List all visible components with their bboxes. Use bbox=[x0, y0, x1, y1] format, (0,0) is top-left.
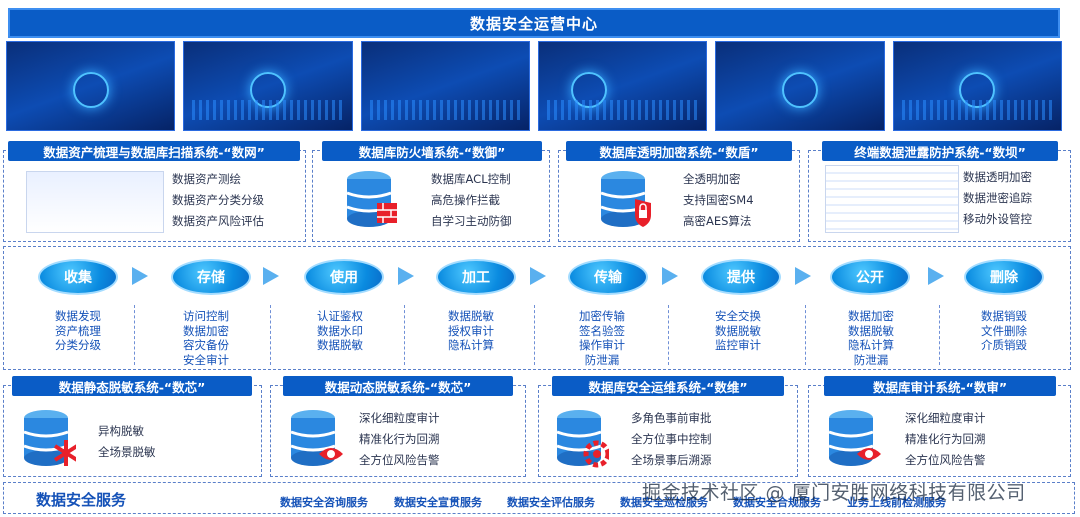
transparent-encryption-features: 全透明加密 支持国密SM4 高密AES算法 bbox=[683, 172, 754, 228]
dashboard-screenshots bbox=[6, 41, 1062, 133]
flow-arrow bbox=[530, 267, 546, 285]
database-eye-icon bbox=[290, 410, 343, 466]
dashboard-thumb-1 bbox=[6, 41, 176, 131]
stage-transmit: 传输 bbox=[568, 259, 648, 295]
stage-provide: 提供 bbox=[701, 259, 781, 295]
tab-dynamic-masking: 数据动态脱敏系统-“数芯” bbox=[283, 376, 513, 396]
divider bbox=[668, 305, 669, 365]
static-masking-features: 异构脱敏 全场景脱敏 bbox=[98, 424, 156, 459]
service-item: 业务上线前检测服务 bbox=[847, 496, 946, 509]
database-firewall-icon bbox=[346, 171, 397, 227]
page-title-bar: 数据安全运营中心 bbox=[8, 8, 1060, 38]
asset-scan-screenshot bbox=[26, 171, 164, 233]
tab-asset-scan: 数据资产梳理与数据库扫描系统-“数网” bbox=[8, 141, 300, 161]
stage-process: 加工 bbox=[436, 259, 516, 295]
flow-arrow bbox=[263, 267, 279, 285]
panel-dynamic-masking: 深化细粒度审计 精准化行为回溯 全方位风险告警 bbox=[270, 385, 526, 477]
tab-transparent-encryption: 数据库透明加密系统-“数盾” bbox=[566, 141, 792, 161]
stage-publish-items: 数据加密数据脱敏隐私计算防泄漏 bbox=[848, 309, 894, 367]
stage-store-items: 访问控制数据加密容灾备份安全审计 bbox=[183, 309, 229, 367]
panel-static-masking: 异构脱敏 全场景脱敏 bbox=[3, 385, 262, 477]
stage-transmit-items: 加密传输签名验签操作审计防泄漏 bbox=[579, 309, 625, 367]
flow-arrow bbox=[132, 267, 148, 285]
stage-delete-items: 数据销毁文件删除介质销毁 bbox=[981, 309, 1027, 352]
stage-provide-items: 安全交换数据脱敏监控审计 bbox=[715, 309, 761, 352]
divider bbox=[939, 305, 940, 365]
stage-use-items: 认证鉴权数据水印数据脱敏 bbox=[317, 309, 363, 352]
dashboard-thumb-4 bbox=[537, 41, 708, 131]
dashboard-thumb-2 bbox=[183, 41, 353, 131]
tab-db-ops: 数据库安全运维系统-“数维” bbox=[552, 376, 784, 396]
tab-static-masking: 数据静态脱敏系统-“数芯” bbox=[12, 376, 252, 396]
security-services-bar: 数据安全服务 数据安全咨询服务 数据安全宣贯服务 数据安全评估服务 数据安全巡检… bbox=[3, 482, 1075, 514]
flow-arrow bbox=[398, 267, 414, 285]
panel-endpoint-dlp: 数据透明加密 数据泄密追踪 移动外设管控 bbox=[808, 150, 1071, 242]
service-item: 数据安全巡检服务 bbox=[620, 496, 708, 509]
page-title: 数据安全运营中心 bbox=[469, 14, 598, 33]
tab-db-firewall: 数据库防火墙系统-“数御” bbox=[322, 141, 542, 161]
stage-delete: 删除 bbox=[964, 259, 1044, 295]
dashboard-thumb-6 bbox=[892, 41, 1062, 131]
service-item: 数据安全咨询服务 bbox=[280, 496, 368, 509]
stage-publish: 公开 bbox=[830, 259, 910, 295]
dashboard-thumb-5 bbox=[715, 41, 885, 131]
panel-db-firewall: 数据库ACL控制 高危操作拦截 自学习主动防御 bbox=[312, 150, 550, 242]
tab-db-audit: 数据库审计系统-“数审” bbox=[824, 376, 1056, 396]
db-audit-features: 深化细粒度审计 精准化行为回溯 全方位风险告警 bbox=[905, 411, 986, 467]
divider bbox=[134, 305, 135, 365]
database-lock-icon bbox=[600, 171, 651, 227]
asset-scan-features: 数据资产测绘 数据资产分类分级 数据资产风险评估 bbox=[172, 172, 264, 228]
flow-arrow bbox=[795, 267, 811, 285]
tab-endpoint-dlp: 终端数据泄露防护系统-“数坝” bbox=[822, 141, 1058, 161]
database-eye-icon bbox=[828, 410, 881, 466]
panel-asset-scan: 数据资产测绘 数据资产分类分级 数据资产风险评估 bbox=[3, 150, 306, 242]
dynamic-masking-features: 深化细粒度审计 精准化行为回溯 全方位风险告警 bbox=[359, 411, 440, 467]
watermark: 掘金技术社区 @ 厦门安胜网络科技有限公司 bbox=[642, 482, 1026, 504]
data-lifecycle-flow: 收集 存储 使用 加工 传输 提供 公开 删除 数据发现资产梳理分类分级 访问控… bbox=[3, 246, 1071, 370]
stage-collect-items: 数据发现资产梳理分类分级 bbox=[55, 309, 101, 352]
service-item: 数据安全宣贯服务 bbox=[394, 496, 482, 509]
flow-arrow bbox=[928, 267, 944, 285]
stage-collect: 收集 bbox=[38, 259, 118, 295]
panel-db-audit: 深化细粒度审计 精准化行为回溯 全方位风险告警 bbox=[808, 385, 1071, 477]
stage-use: 使用 bbox=[304, 259, 384, 295]
flow-arrow bbox=[662, 267, 678, 285]
stage-process-items: 数据脱敏授权审计隐私计算 bbox=[448, 309, 494, 352]
stage-store: 存储 bbox=[171, 259, 251, 295]
db-ops-features: 多角色事前审批 全方位事中控制 全场景事后溯源 bbox=[631, 411, 712, 467]
endpoint-dlp-features: 数据透明加密 数据泄密追踪 移动外设管控 bbox=[963, 170, 1032, 226]
divider bbox=[534, 305, 535, 365]
dashboard-thumb-3 bbox=[360, 41, 530, 131]
panel-transparent-encryption: 全透明加密 支持国密SM4 高密AES算法 bbox=[558, 150, 800, 242]
endpoint-dlp-screenshot bbox=[825, 165, 959, 233]
db-firewall-features: 数据库ACL控制 高危操作拦截 自学习主动防御 bbox=[431, 172, 512, 228]
services-heading: 数据安全服务 bbox=[36, 491, 127, 509]
divider bbox=[805, 305, 806, 365]
divider bbox=[404, 305, 405, 365]
service-item: 数据安全评估服务 bbox=[507, 496, 595, 509]
service-item: 数据安全合规服务 bbox=[733, 496, 821, 509]
divider bbox=[270, 305, 271, 365]
database-gear-icon bbox=[556, 410, 609, 468]
panel-db-ops: 多角色事前审批 全方位事中控制 全场景事后溯源 bbox=[538, 385, 798, 477]
database-asterisk-icon bbox=[23, 410, 76, 466]
